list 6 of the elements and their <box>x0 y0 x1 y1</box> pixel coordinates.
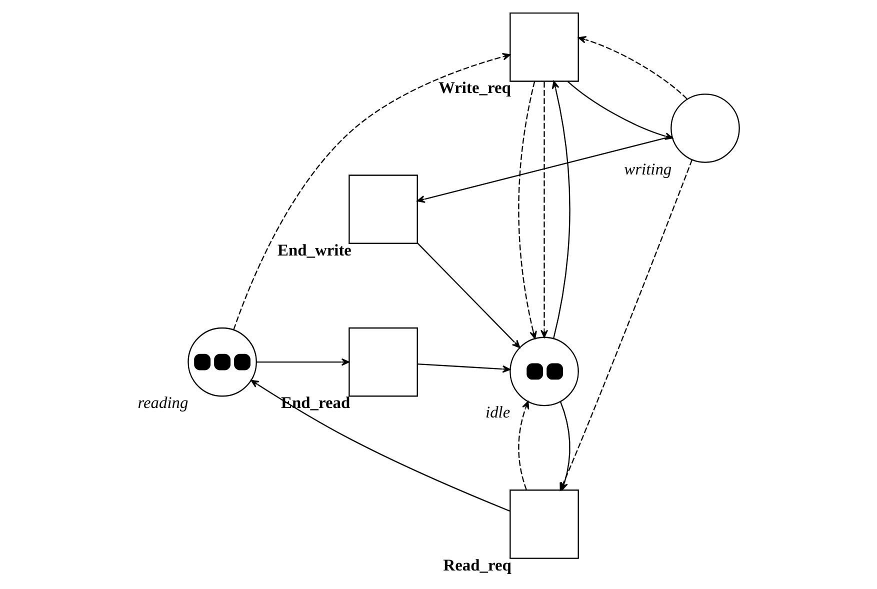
node-label: End_write <box>278 240 352 260</box>
node-label: writing <box>624 159 672 178</box>
node-label: Write_req <box>438 78 511 98</box>
node-label: Read_req <box>443 555 512 574</box>
node-label: reading <box>138 393 188 412</box>
node-label: idle <box>486 402 510 422</box>
